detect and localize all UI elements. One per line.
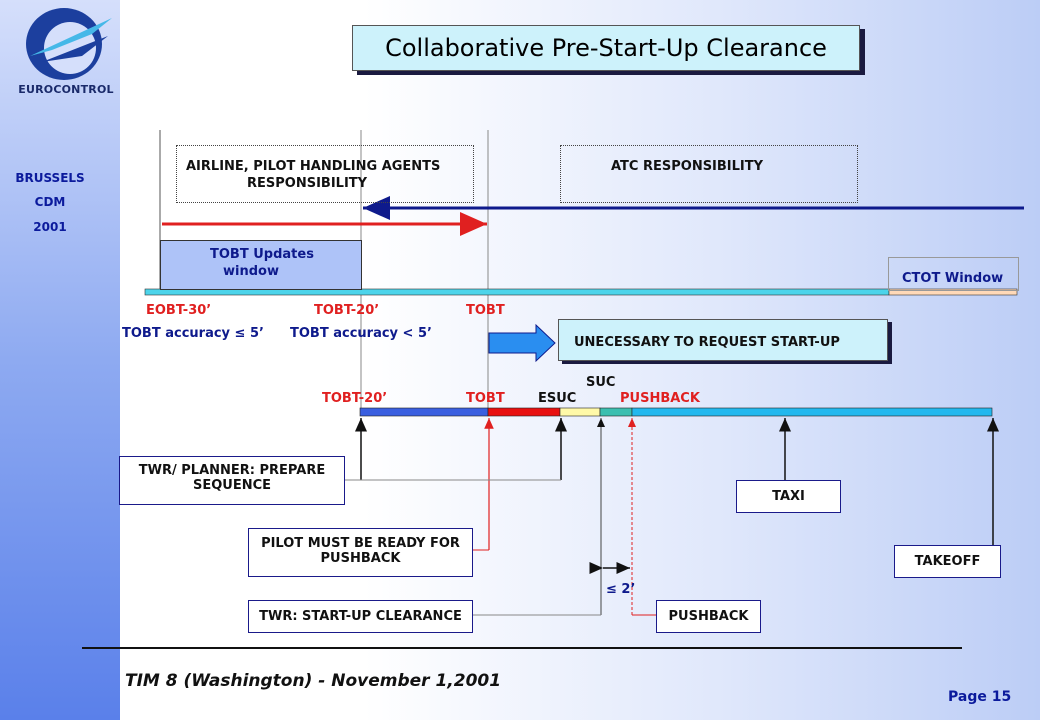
unnecessary-box <box>558 319 888 361</box>
sidebar-year: 2001 <box>33 220 67 234</box>
sidebar-cdm: CDM <box>34 195 66 209</box>
unnecessary-arrow <box>488 323 556 363</box>
segment-tobt20 <box>359 407 489 417</box>
pilot-label-2: PUSHBACK <box>320 551 401 566</box>
tobt-updates-label-2: window <box>223 264 279 279</box>
footer-divider <box>82 647 962 649</box>
page-number: Page 15 <box>948 689 1012 705</box>
label-suc: SUC <box>586 375 616 390</box>
planner-box: TWR/ PLANNER: PREPARE SEQUENCE <box>119 456 345 505</box>
sidebar: EUROCONTROL BRUSSELS CDM 2001 <box>0 0 120 720</box>
airline-responsibility-label-1: AIRLINE, PILOT HANDLING AGENTS <box>186 159 441 174</box>
pushback-box: PUSHBACK <box>656 600 761 633</box>
label-accuracy-2: TOBT accuracy < 5’ <box>290 326 432 341</box>
logo-text: EUROCONTROL <box>18 83 114 96</box>
pilot-box: PILOT MUST BE READY FOR PUSHBACK <box>248 528 473 577</box>
label-lower-tobt20: TOBT-20’ <box>322 391 388 406</box>
ctot-window-box <box>888 257 1019 291</box>
label-pushback-timeline: PUSHBACK <box>620 391 700 406</box>
segment-suc <box>599 407 633 417</box>
ctot-bar <box>888 288 1018 296</box>
takeoff-box: TAKEOFF <box>894 545 1001 578</box>
tobt-updates-window <box>160 240 362 290</box>
label-lower-tobt: TOBT <box>466 391 505 406</box>
footer-text: TIM 8 (Washington) - November 1,2001 <box>125 671 502 691</box>
eurocontrol-logo <box>26 8 112 80</box>
label-upper-tobt20: TOBT-20’ <box>314 303 380 318</box>
atc-responsibility-box <box>560 145 858 203</box>
label-accuracy-1: TOBT accuracy ≤ 5’ <box>122 326 264 341</box>
unnecessary-label: UNECESSARY TO REQUEST START-UP <box>574 335 840 350</box>
sidebar-brussels: BRUSSELS <box>15 171 85 185</box>
airline-responsibility-box <box>176 145 474 203</box>
airline-responsibility-label-2: RESPONSIBILITY <box>247 176 368 191</box>
label-eobt30: EOBT-30’ <box>146 303 212 318</box>
ctot-window-label: CTOT Window <box>902 271 1004 286</box>
taxi-box: TAXI <box>736 480 841 513</box>
interval-label: ≤ 2’ <box>606 582 636 597</box>
segment-pushback <box>631 407 993 417</box>
pilot-label-1: PILOT MUST BE READY FOR <box>261 536 460 551</box>
label-upper-tobt: TOBT <box>466 303 505 318</box>
tobt-updates-label-1: TOBT Updates <box>210 247 314 262</box>
label-esuc: ESUC <box>538 391 577 406</box>
startup-box: TWR: START-UP CLEARANCE <box>248 600 473 633</box>
planner-label-2: SEQUENCE <box>192 478 272 493</box>
atc-responsibility-label: ATC RESPONSIBILITY <box>611 159 764 174</box>
planner-label-1: TWR/ PLANNER: PREPARE <box>138 463 326 478</box>
page-title: Collaborative Pre-Start-Up Clearance <box>352 25 860 71</box>
segment-tobt <box>487 407 561 417</box>
segment-esuc <box>559 407 601 417</box>
